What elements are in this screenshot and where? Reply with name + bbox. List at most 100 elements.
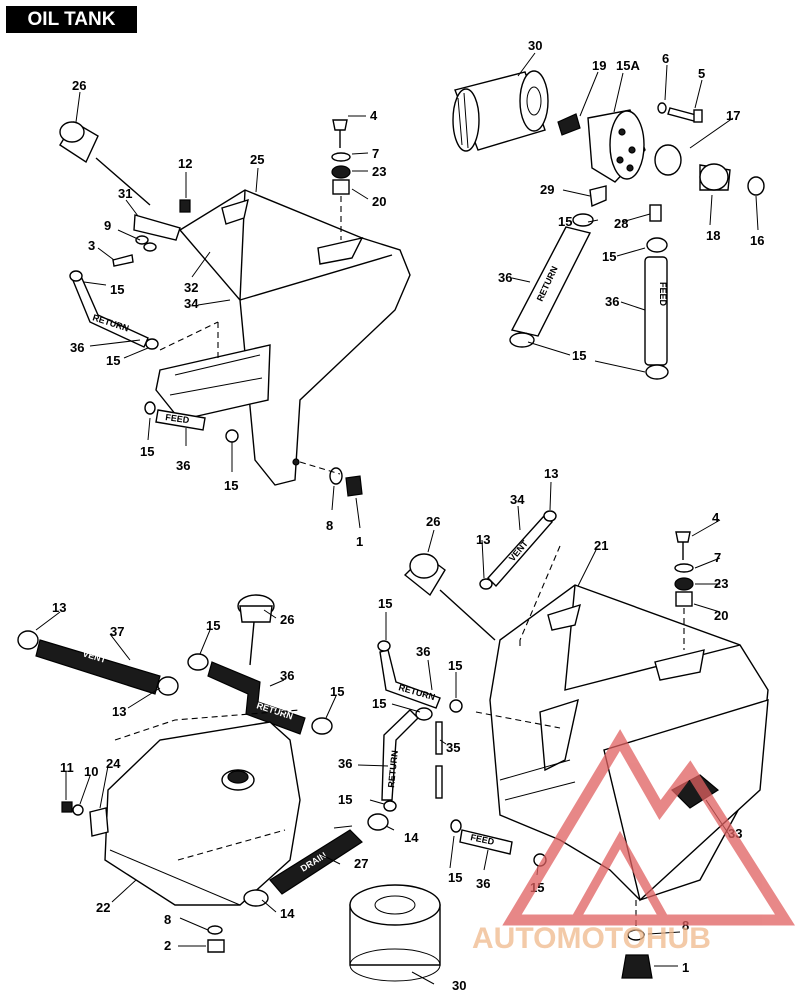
callout-26-b: 26 [426,514,440,529]
callout-22: 22 [96,900,110,915]
callout-14-b: 14 [280,906,295,921]
callout-25: 25 [250,152,264,167]
callout-15-e: 15 [110,282,124,297]
callout-1-b: 1 [682,960,689,975]
hose-label-feed-c: FEED [470,832,496,847]
nipple-19 [557,113,581,136]
callout-15-d: 15 [572,348,586,363]
callout-13-c: 13 [52,600,66,615]
callout-7-b: 7 [714,550,721,565]
callout-19: 19 [592,58,606,73]
oil-tank-21 [489,584,769,902]
callout-30-bottom: 30 [452,978,466,993]
dipstick-26-b [403,553,496,641]
callout-24: 24 [106,756,121,771]
callout-34-b: 34 [510,492,525,507]
washer-9b [143,242,157,252]
callout-36-g: 36 [338,756,352,771]
plug-2 [207,939,225,953]
washer-10 [72,804,84,816]
callout-13-a: 13 [544,466,558,481]
callout-36-b: 36 [605,294,619,309]
washer-8-a [329,467,343,485]
washer-8-c [627,929,645,941]
callout-26-c: 26 [280,612,294,627]
filter-assembly-top: RETURN FEED 30 19 15A 6 5 17 29 28 15 18… [452,38,765,380]
hose-label-feed-b: FEED [165,412,191,425]
feed-hose-left-a: FEED [144,401,239,443]
return-hose-bottom: RETURN [187,653,333,735]
callout-11: 11 [60,760,74,775]
valve-17 [654,144,682,176]
washer-7-a [331,152,351,162]
callout-36-h: 36 [476,876,490,891]
callout-37: 37 [110,624,124,639]
nut-11 [61,801,73,813]
washer-6 [657,102,667,114]
hose-label-return-d: RETURN [386,750,400,788]
callout-36-e: 36 [280,668,294,683]
clamp-15-feed-top [646,237,668,253]
elbow-29 [589,185,607,208]
return-hose-top: RETURN [509,226,592,348]
callout-31: 31 [118,186,132,201]
callout-2: 2 [164,938,171,953]
washer-9a [135,235,149,245]
clamp-14-a [367,813,389,831]
callout-8-b: 8 [164,912,171,927]
callout-36-f: 36 [416,644,430,659]
plug-16 [747,176,765,196]
callout-15-i: 15 [206,618,220,633]
oil-filter-top [452,70,549,152]
page-title: OIL TANK [6,6,137,33]
vent-hose-37: VENT [17,630,179,696]
washer-7-b [674,563,694,573]
callout-15-b: 15 [558,214,572,229]
callout-9: 9 [104,218,111,233]
callout-15-g: 15 [140,444,154,459]
drain-plug-1-a [345,475,363,497]
spacer-20-a [332,179,350,195]
callout-29: 29 [540,182,554,197]
callout-7-a: 7 [372,146,379,161]
callout-15-o: 15 [448,870,462,885]
bolt-4-a [332,119,348,131]
callout-35: 35 [446,740,460,755]
callout-15-m: 15 [372,696,386,711]
callout-13-d: 13 [112,704,126,719]
callout-15-l: 15 [448,658,462,673]
mount-24 [89,807,109,837]
spacer-20-b [675,591,693,607]
nut-23-a [331,165,351,179]
callout-34-a: 34 [184,296,199,311]
callout-36-c: 36 [70,340,84,355]
callout-14-a: 14 [404,830,419,845]
clip-35-b [435,765,443,799]
feed-hose-low: FEED [450,819,547,867]
callout-23-a: 23 [372,164,386,179]
oil-filter-bottom [349,884,441,982]
callout-26-a: 26 [72,78,86,93]
dipstick-26-a [59,121,151,206]
callout-3: 3 [88,238,95,253]
clamp-15-top [572,213,594,227]
callout-18: 18 [706,228,720,243]
callout-13-b: 13 [476,532,490,547]
callout-15-h: 15 [224,478,238,493]
callout-15A: 15A [616,58,640,73]
clip-35-a [435,721,443,755]
washer-8-b [207,925,223,935]
watermark-text: AUTOMOTOHUB [472,922,711,955]
tank-assembly-b: VENT RET [338,466,769,979]
nut-12 [179,199,191,213]
screw-5 [667,107,697,122]
bolt-4-b [675,531,691,543]
callout-5: 5 [698,66,705,81]
hose-label-feed-a: FEED [658,282,668,307]
callout-1-a: 1 [356,534,363,549]
bolt-3 [112,254,134,267]
callout-30-top: 30 [528,38,542,53]
callout-15-n: 15 [338,792,352,807]
callout-10: 10 [84,764,98,779]
